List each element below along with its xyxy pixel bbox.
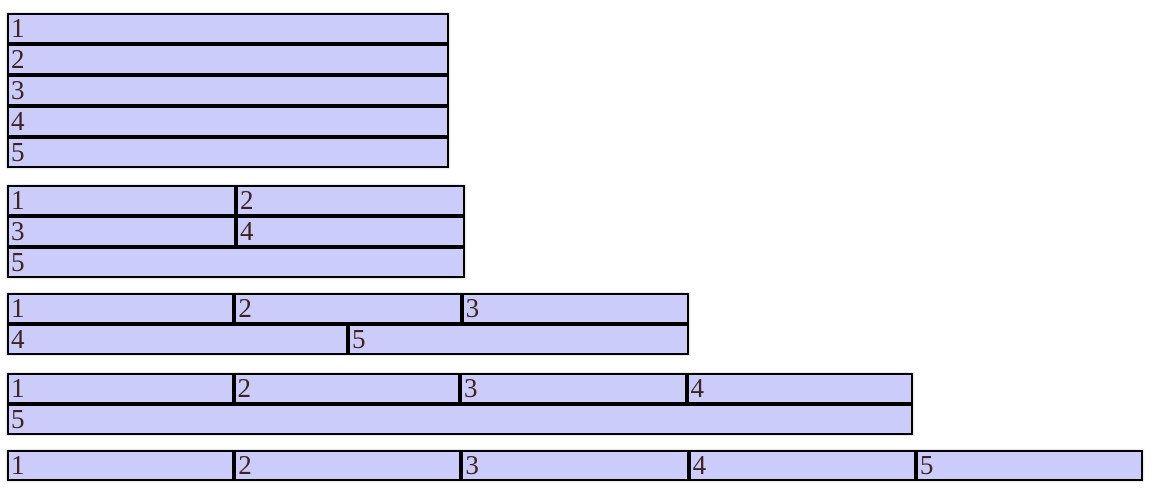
diagram-canvas: 1 2 3 4 5 1 2 3 4 5 1 2 3 [7, 13, 1144, 481]
flex-item-4: 4 [7, 106, 449, 137]
item-row: 1 2 [7, 185, 465, 216]
flex-item-2: 2 [234, 450, 462, 481]
flex-item-2: 2 [234, 293, 462, 324]
box-group-two-columns: 1 2 3 4 5 [7, 185, 465, 278]
flex-item-4: 4 [236, 216, 465, 247]
flex-item-4: 4 [688, 450, 916, 481]
flex-item-1: 1 [7, 293, 235, 324]
item-row: 1 2 3 4 [7, 373, 913, 404]
flex-item-5: 5 [915, 450, 1144, 481]
item-row: 3 4 [7, 216, 465, 247]
item-row: 4 5 [7, 324, 689, 355]
item-row: 1 2 3 4 5 [7, 450, 1144, 481]
item-row: 4 [7, 106, 449, 137]
item-row: 1 2 3 [7, 293, 689, 324]
flex-item-5: 5 [7, 404, 913, 435]
flex-item-1: 1 [7, 450, 235, 481]
item-row: 3 [7, 75, 449, 106]
flex-item-4: 4 [686, 373, 913, 404]
flex-item-1: 1 [7, 373, 234, 404]
flex-item-2: 2 [233, 373, 460, 404]
flex-item-3: 3 [7, 216, 236, 247]
item-row: 5 [7, 404, 913, 435]
box-group-three-columns: 1 2 3 4 5 [7, 293, 689, 355]
flex-item-5: 5 [7, 137, 449, 168]
flex-item-3: 3 [460, 373, 687, 404]
item-row: 1 [7, 13, 449, 44]
item-row: 2 [7, 44, 449, 75]
flex-item-3: 3 [461, 450, 689, 481]
flex-item-5: 5 [7, 247, 465, 278]
flex-item-3: 3 [7, 75, 449, 106]
box-group-one-column: 1 2 3 4 5 [7, 13, 449, 168]
flex-item-2: 2 [236, 185, 465, 216]
flex-item-2: 2 [7, 44, 449, 75]
box-group-four-columns: 1 2 3 4 5 [7, 373, 913, 435]
flex-item-5: 5 [348, 324, 689, 355]
flex-item-3: 3 [461, 293, 689, 324]
flex-item-4: 4 [7, 324, 348, 355]
box-group-five-columns: 1 2 3 4 5 [7, 450, 1144, 481]
item-row: 5 [7, 247, 465, 278]
item-row: 5 [7, 137, 449, 168]
flex-item-1: 1 [7, 13, 449, 44]
flex-item-1: 1 [7, 185, 236, 216]
